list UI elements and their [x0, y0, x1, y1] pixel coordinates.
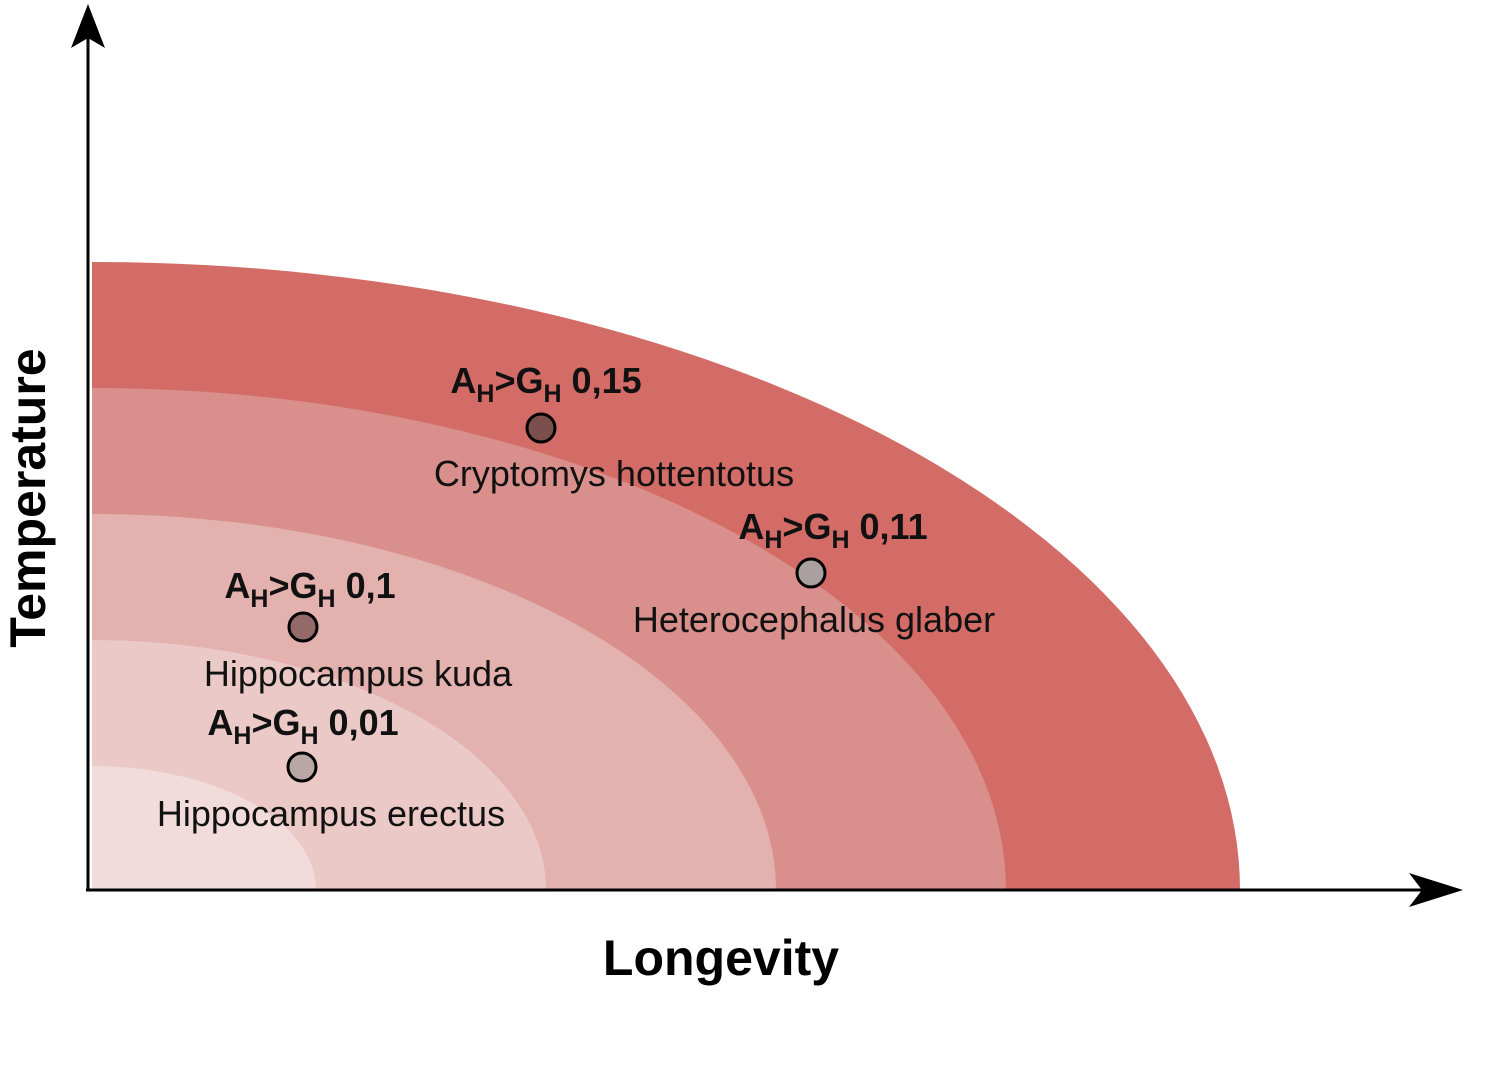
- species-name: Cryptomys hottentotus: [434, 453, 794, 494]
- point-cryptomys: AH>GH 0,15 Cryptomys hottentotus: [434, 360, 794, 494]
- species-name: Hippocampus kuda: [204, 653, 513, 694]
- point-hippocampus-erectus: AH>GH 0,01 Hippocampus erectus: [157, 702, 505, 834]
- point-value-label: AH>GH 0,15: [450, 360, 641, 408]
- x-axis-arrowhead: [1409, 873, 1463, 907]
- point-marker: [287, 611, 319, 643]
- point-marker: [525, 412, 557, 444]
- species-name: Hippocampus erectus: [157, 793, 505, 834]
- point-hippocampus-kuda: AH>GH 0,1 Hippocampus kuda: [204, 565, 513, 694]
- point-marker: [286, 751, 318, 783]
- band-inner: [92, 766, 316, 890]
- point-marker: [795, 557, 827, 589]
- axes: [71, 4, 1463, 907]
- point-heterocephalus: AH>GH 0,11 Heterocephalus glaber: [633, 506, 995, 640]
- point-value-label: AH>GH 0,11: [738, 506, 927, 554]
- x-axis-title: Longevity: [603, 930, 839, 986]
- species-name: Heterocephalus glaber: [633, 599, 995, 640]
- y-axis-title: Temperature: [0, 348, 56, 647]
- y-axis-arrowhead: [71, 4, 105, 48]
- band-layers: [92, 262, 1240, 890]
- point-value-label: AH>GH 0,1: [224, 565, 395, 613]
- point-value-label: AH>GH 0,01: [207, 702, 398, 750]
